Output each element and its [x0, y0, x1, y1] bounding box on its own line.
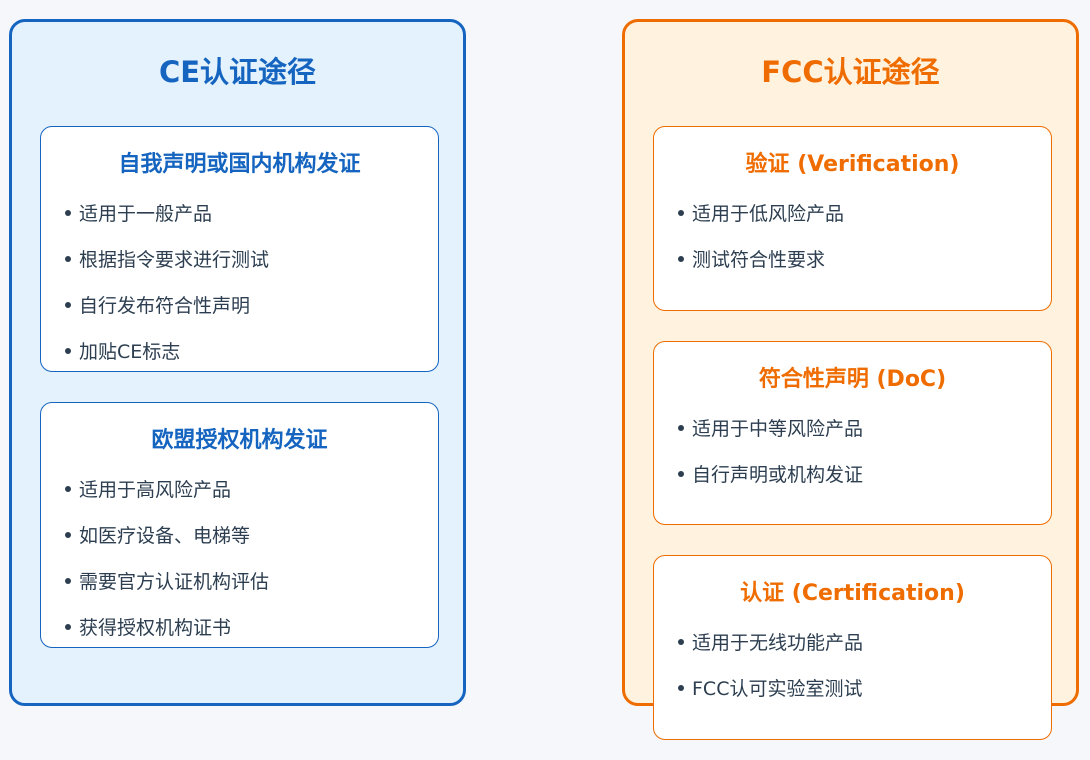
bullet-icon — [65, 531, 71, 538]
bullet-icon — [678, 209, 684, 216]
fcc-verification-card: 验证 (Verification) 适用于低风险产品 测试符合性要求 — [653, 126, 1052, 311]
list-item: 适用于无线功能产品 — [678, 620, 1051, 666]
bullet-icon — [678, 684, 684, 691]
bullet-icon — [65, 623, 71, 630]
list-item: 适用于高风险产品 — [65, 467, 438, 513]
bullet-icon — [65, 301, 71, 308]
bullet-list: 适用于中等风险产品 自行声明或机构发证 — [654, 406, 1051, 498]
ce-panel-title: CE认证途径 — [158, 55, 317, 89]
list-item: 测试符合性要求 — [678, 237, 1051, 283]
bullet-list: 适用于无线功能产品 FCC认可实验室测试 — [654, 620, 1051, 712]
card-title: 验证 (Verification) — [745, 152, 960, 177]
bullet-icon — [65, 577, 71, 584]
fcc-doc-card: 符合性声明 (DoC) 适用于中等风险产品 自行声明或机构发证 — [653, 341, 1052, 525]
bullet-icon — [678, 424, 684, 431]
bullet-icon — [678, 255, 684, 262]
list-item: 适用于一般产品 — [65, 191, 438, 237]
fcc-panel-title: FCC认证途径 — [761, 55, 940, 89]
bullet-list: 适用于低风险产品 测试符合性要求 — [654, 191, 1051, 283]
ce-notified-body-card: 欧盟授权机构发证 适用于高风险产品 如医疗设备、电梯等 需要官方认证机构评估 获… — [40, 402, 439, 648]
bullet-icon — [678, 638, 684, 645]
bullet-icon — [65, 485, 71, 492]
list-item: 需要官方认证机构评估 — [65, 559, 438, 605]
card-title: 认证 (Certification) — [740, 581, 965, 606]
bullet-list: 适用于高风险产品 如医疗设备、电梯等 需要官方认证机构评估 获得授权机构证书 — [41, 467, 438, 651]
card-title: 自我声明或国内机构发证 — [118, 152, 361, 177]
bullet-icon — [65, 255, 71, 262]
card-title: 欧盟授权机构发证 — [151, 428, 328, 453]
bullet-icon — [65, 209, 71, 216]
list-item: 根据指令要求进行测试 — [65, 237, 438, 283]
list-item: 自行声明或机构发证 — [678, 452, 1051, 498]
list-item: FCC认可实验室测试 — [678, 666, 1051, 712]
list-item: 自行发布符合性声明 — [65, 283, 438, 329]
list-item: 适用于中等风险产品 — [678, 406, 1051, 452]
fcc-certification-card: 认证 (Certification) 适用于无线功能产品 FCC认可实验室测试 — [653, 555, 1052, 740]
bullet-icon — [65, 347, 71, 354]
list-item: 如医疗设备、电梯等 — [65, 513, 438, 559]
card-title: 符合性声明 (DoC) — [758, 367, 947, 392]
list-item: 加贴CE标志 — [65, 329, 438, 375]
ce-self-declaration-card: 自我声明或国内机构发证 适用于一般产品 根据指令要求进行测试 自行发布符合性声明… — [40, 126, 439, 372]
list-item: 获得授权机构证书 — [65, 605, 438, 651]
bullet-icon — [678, 470, 684, 477]
list-item: 适用于低风险产品 — [678, 191, 1051, 237]
bullet-list: 适用于一般产品 根据指令要求进行测试 自行发布符合性声明 加贴CE标志 — [41, 191, 438, 375]
